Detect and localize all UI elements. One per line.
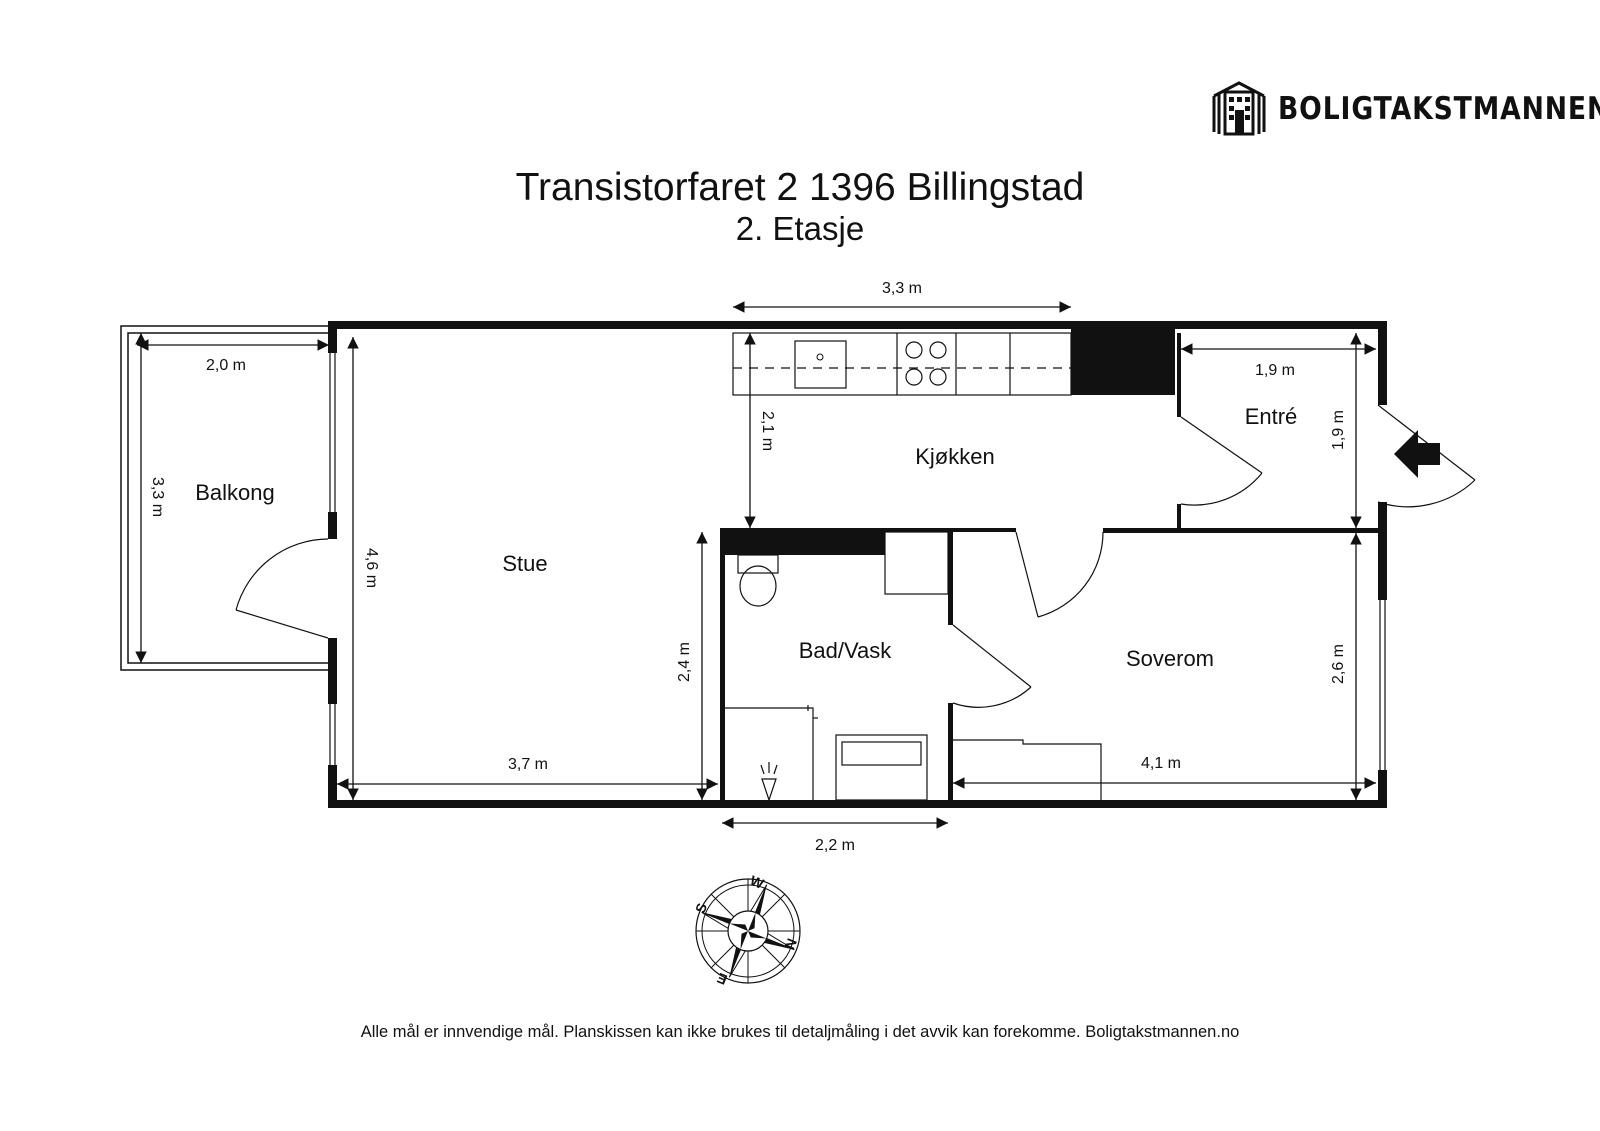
- room-label-bad: Bad/Vask: [799, 638, 893, 663]
- compass-rose-icon: W S N E: [692, 872, 801, 988]
- dim-label-living-depth: 4,6 m: [363, 548, 380, 588]
- bathroom-fixtures: [725, 531, 949, 802]
- brand-logo: BOLIGTAKSTMANNEN: [1210, 80, 1600, 138]
- dim-label-balcony-depth: 3,3 m: [149, 477, 166, 517]
- dim-label-bath-depth: 2,4 m: [676, 642, 693, 682]
- dim-label-entry-width: 1,9 m: [1255, 362, 1295, 379]
- windows: [329, 353, 1386, 770]
- compass-label-s: S: [692, 901, 710, 916]
- dim-label-living-width: 3,7 m: [508, 756, 548, 773]
- dimension-lines: [135, 301, 1376, 829]
- balcony-outline: [120, 325, 329, 671]
- kitchen-counter: [732, 329, 1175, 396]
- brand-name: BOLIGTAKSTMANNEN: [1278, 91, 1600, 127]
- dim-label-kitchen-width: 3,3 m: [882, 280, 922, 297]
- dim-label-bath-width: 2,2 m: [815, 837, 855, 854]
- dim-label-kitchen-depth: 2,1 m: [759, 411, 776, 451]
- room-label-stue: Stue: [502, 551, 547, 576]
- dim-label-bedroom-width: 4,1 m: [1141, 755, 1181, 772]
- room-label-entre: Entré: [1245, 404, 1298, 429]
- dim-label-bedroom-depth: 2,6 m: [1330, 644, 1347, 684]
- entrance-arrow-icon: [1394, 430, 1440, 478]
- room-label-kjokken: Kjøkken: [915, 444, 994, 469]
- house-building-logo-icon: [1212, 81, 1266, 136]
- page-title: Transistorfaret 2 1396 Billingstad: [515, 166, 1085, 209]
- dim-label-entry-depth: 1,9 m: [1330, 410, 1347, 450]
- doors: [235, 404, 1476, 708]
- disclaimer-footer: Alle mål er innvendige mål. Planskissen …: [360, 1023, 1240, 1041]
- bedroom-wardrobe: [953, 739, 1102, 800]
- exterior-walls: [328, 321, 1387, 808]
- dim-label-balcony-width: 2,0 m: [206, 357, 246, 374]
- room-label-soverom: Soverom: [1126, 646, 1214, 671]
- floor-subtitle: 2. Etasje: [735, 210, 865, 247]
- compass-label-n: N: [782, 936, 801, 951]
- room-label-balkong: Balkong: [195, 480, 275, 505]
- interior-walls: [720, 333, 1379, 801]
